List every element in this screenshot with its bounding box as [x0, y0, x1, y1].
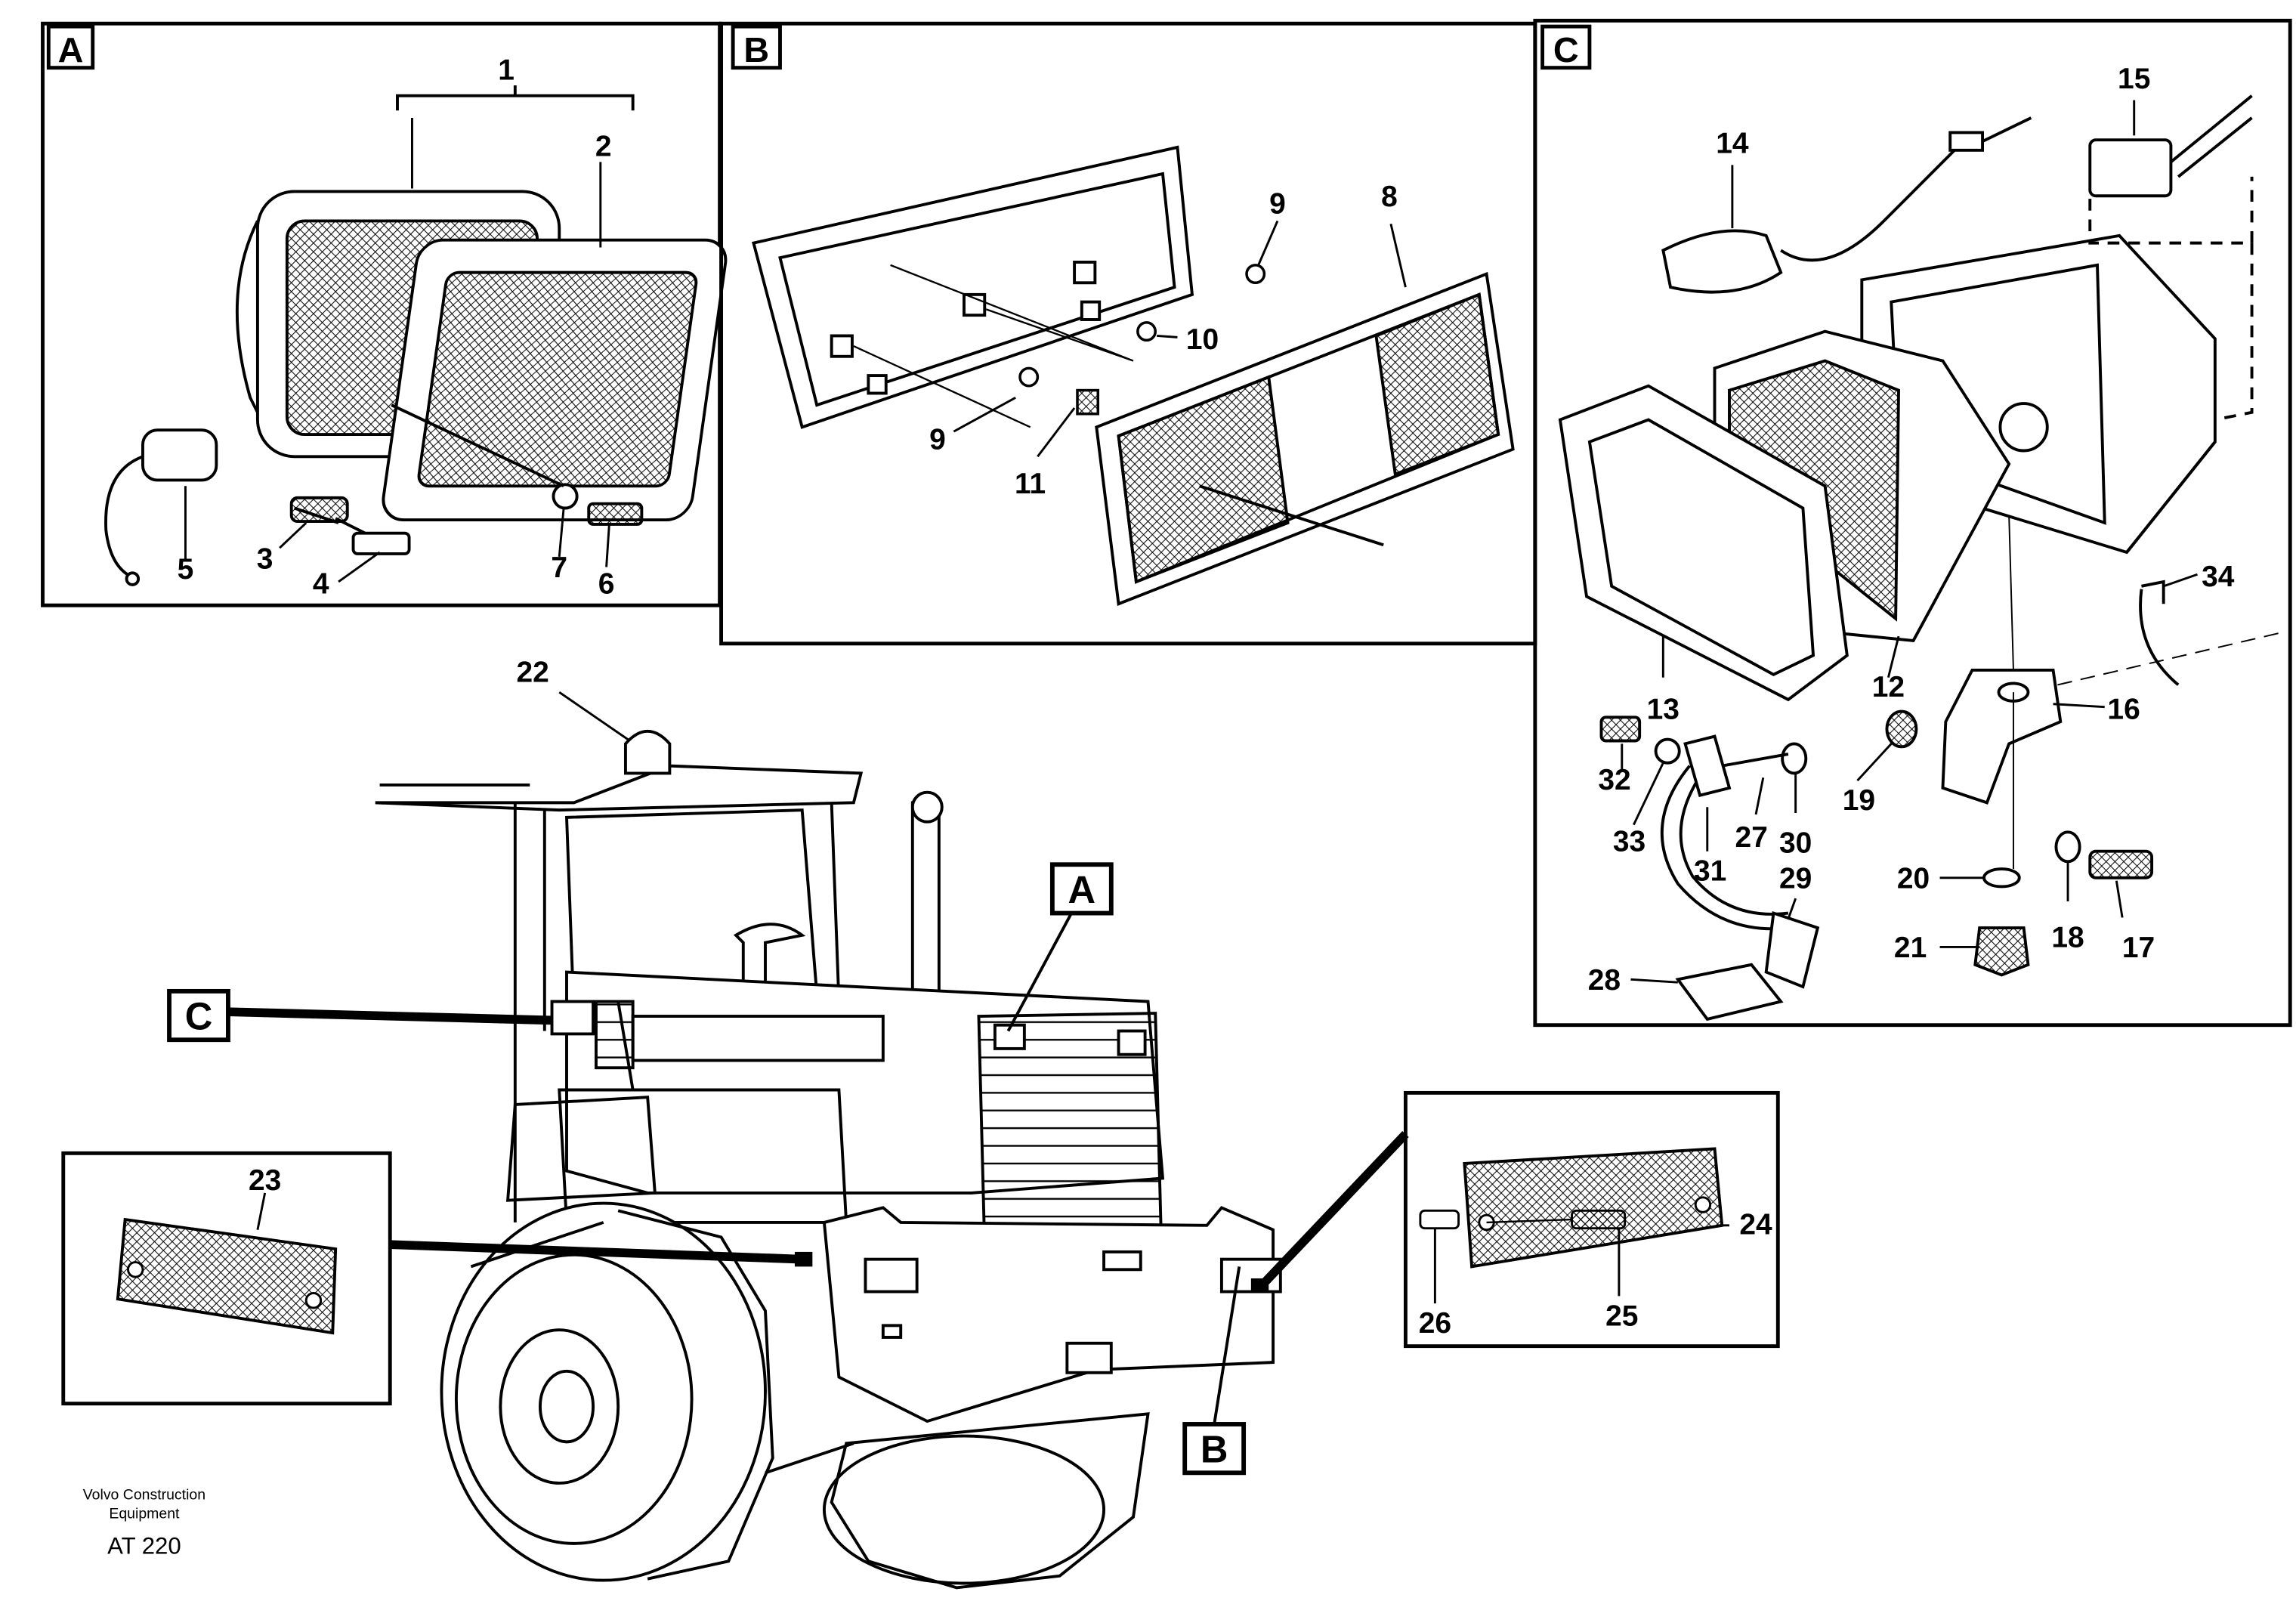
panel-a-tag-box: [46, 24, 95, 70]
wheel-loader: [375, 730, 1282, 1590]
cable-29: [1660, 765, 1820, 989]
callout-b: B: [1182, 1266, 1247, 1476]
part-number-21: 21: [1894, 932, 1927, 964]
part-number-20: 20: [1897, 862, 1930, 895]
part-number-2: 2: [595, 131, 612, 163]
panel-b-tag-box: [731, 24, 782, 70]
leaders-a: [184, 162, 610, 583]
part-number-25: 25: [1605, 1300, 1638, 1332]
part-number-3: 3: [257, 542, 273, 575]
panel-b: B: [719, 21, 1537, 646]
part-number-30: 30: [1779, 827, 1812, 860]
part-number-1: 1: [498, 54, 515, 86]
part-number-12: 12: [1872, 671, 1905, 703]
screws-a: [289, 403, 644, 555]
inset-23: 23: [61, 1151, 813, 1406]
panel-a: A: [41, 21, 728, 607]
part-number-29: 29: [1779, 862, 1812, 895]
part-number-18: 18: [2051, 921, 2084, 954]
part-number-31: 31: [1694, 855, 1726, 888]
part-number-19: 19: [1843, 784, 1875, 817]
leaders-b: [953, 220, 1407, 458]
part-number-28: 28: [1588, 964, 1621, 997]
part-number-22: 22: [517, 657, 549, 689]
callout-c: C: [167, 988, 595, 1043]
part-number-24: 24: [1739, 1209, 1772, 1241]
work-lamp-rim: [1558, 384, 1849, 702]
panel-c-tag: C: [1553, 30, 1579, 70]
part-number-32: 32: [1598, 764, 1630, 796]
part-number-14: 14: [1716, 128, 1749, 160]
part-number-27: 27: [1735, 821, 1768, 854]
part-number-16: 16: [2107, 693, 2140, 725]
hardware-c: [1599, 580, 2279, 977]
part-number-26: 26: [1419, 1307, 1451, 1340]
inset-24: 24 25 26: [1250, 1090, 1780, 1349]
part-number-9-bottom: 9: [929, 424, 946, 456]
tail-light-housing: [752, 145, 1194, 429]
part-number-17: 17: [2122, 932, 2155, 964]
part-number-33: 33: [1613, 826, 1646, 858]
bracket-16: [1941, 515, 2063, 870]
part-number-8: 8: [1381, 181, 1398, 213]
footer: Volvo Construction Equipment AT 220: [83, 1486, 205, 1559]
part-number-4: 4: [313, 568, 329, 601]
part-number-7: 7: [551, 552, 567, 584]
bulb-14: [1661, 116, 2032, 294]
part-number-6: 6: [598, 568, 615, 601]
part-number-10: 10: [1186, 323, 1219, 356]
footer-drawing-code: AT 220: [107, 1533, 181, 1559]
part-number-23: 23: [249, 1164, 281, 1197]
part-number-34: 34: [2202, 561, 2235, 593]
leader-22: [558, 691, 631, 742]
panel-a-tag: A: [58, 30, 84, 70]
tail-light-lens: [1095, 271, 1515, 606]
bulbs-b: [1018, 264, 1266, 416]
connector-15: [2088, 94, 2254, 422]
part-number-13: 13: [1647, 693, 1680, 725]
part-number-9-top: 9: [1269, 188, 1286, 221]
connector-28: [1675, 963, 1784, 1022]
panel-c-tag-box: [1540, 24, 1592, 70]
panel-c-frame: [1533, 18, 2292, 1028]
bracket-1: [396, 85, 635, 111]
panel-c: C: [1533, 18, 2292, 1028]
callout-a-tag: A: [1068, 868, 1096, 911]
footer-company-line2: Equipment: [109, 1506, 180, 1522]
callout-c-tag: C: [185, 995, 213, 1038]
leaders-c: [1621, 100, 2198, 984]
part-number-11: 11: [1015, 468, 1046, 500]
bulb-5: [104, 428, 218, 586]
headlamp-rim: [382, 238, 728, 522]
footer-company-line1: Volvo Construction: [83, 1486, 205, 1503]
reflector-23: [116, 1217, 338, 1335]
callout-a: A: [1006, 862, 1114, 1032]
part-number-5: 5: [178, 553, 194, 586]
part-number-15: 15: [2118, 63, 2150, 95]
callout-b-tag: B: [1201, 1428, 1228, 1471]
panel-b-tag: B: [743, 30, 769, 70]
